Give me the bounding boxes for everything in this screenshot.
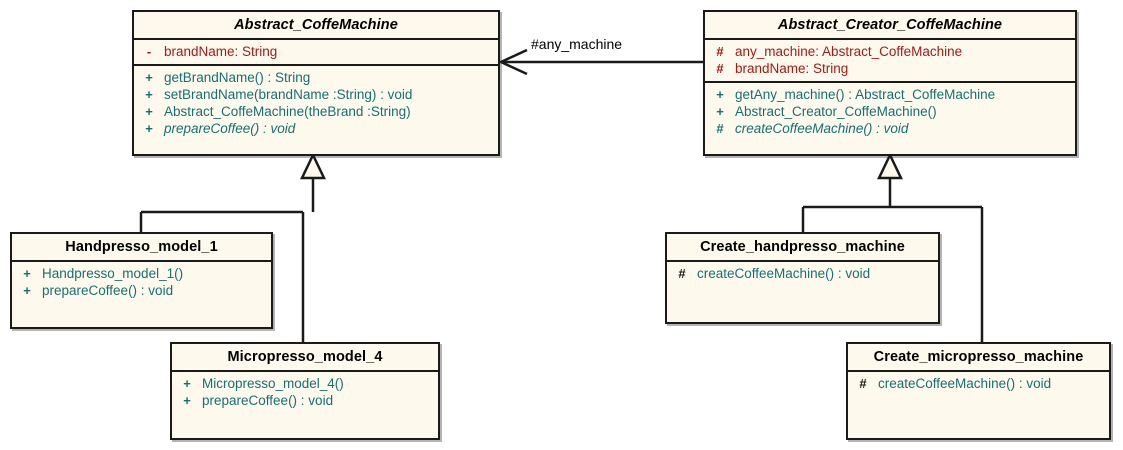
visibility-marker: + bbox=[145, 104, 153, 119]
method-row: + Micropresso_model_4() bbox=[174, 375, 436, 392]
association-role-label: #any_machine bbox=[531, 36, 623, 52]
visibility-marker: + bbox=[183, 376, 191, 391]
method-row: + prepareCoffee() : void bbox=[14, 282, 269, 299]
class-title: Create_handpresso_machine bbox=[700, 239, 905, 255]
method-label: Handpresso_model_1() bbox=[42, 266, 184, 281]
attribute-row: # any_machine: Abstract_CoffeMachine bbox=[707, 43, 1073, 60]
visibility-marker: + bbox=[145, 70, 153, 85]
method-row: + getBrandName() : String bbox=[136, 69, 496, 86]
visibility-marker: - bbox=[146, 44, 152, 59]
visibility-marker: + bbox=[716, 104, 724, 119]
compartment-divider bbox=[134, 64, 498, 66]
attribute-label: brandName: String bbox=[735, 61, 849, 76]
class-create-micropresso-machine[interactable]: Create_micropresso_machine # createCoffe… bbox=[846, 342, 1111, 440]
association-any-machine bbox=[498, 48, 703, 76]
methods-compartment: # createCoffeeMachine() : void bbox=[667, 262, 938, 286]
methods-compartment: + Micropresso_model_4() + prepareCoffee(… bbox=[172, 372, 438, 413]
method-row: # createCoffeeMachine() : void bbox=[669, 265, 936, 282]
visibility-marker: # bbox=[716, 61, 724, 76]
method-label: Micropresso_model_4() bbox=[202, 376, 344, 391]
visibility-marker: + bbox=[23, 266, 31, 281]
methods-compartment: + Handpresso_model_1() + prepareCoffee()… bbox=[12, 262, 271, 303]
method-label: getBrandName() : String bbox=[164, 70, 311, 85]
method-label: getAny_machine() : Abstract_CoffeMachine bbox=[735, 87, 996, 102]
method-label: prepareCoffee() : void bbox=[164, 121, 296, 136]
class-title: Micropresso_model_4 bbox=[227, 349, 383, 365]
visibility-marker: # bbox=[678, 266, 686, 281]
compartment-divider bbox=[12, 260, 271, 262]
visibility-marker: # bbox=[716, 44, 724, 59]
class-handpresso-model-1[interactable]: Handpresso_model_1 + Handpresso_model_1(… bbox=[10, 232, 273, 329]
visibility-marker: + bbox=[23, 283, 31, 298]
method-label: Abstract_CoffeMachine(theBrand :String) bbox=[164, 104, 411, 119]
attribute-row: # brandName: String bbox=[707, 60, 1073, 77]
open-arrowhead-icon bbox=[498, 48, 528, 76]
methods-compartment: + getAny_machine() : Abstract_CoffeMachi… bbox=[705, 83, 1075, 141]
attributes-compartment: - brandName: String bbox=[134, 40, 498, 64]
attribute-row: - brandName: String bbox=[136, 43, 496, 60]
visibility-marker: + bbox=[145, 121, 153, 136]
class-title: Abstract_Creator_CoffeMachine bbox=[777, 17, 1003, 33]
visibility-marker: # bbox=[859, 376, 867, 391]
method-label: createCoffeeMachine() : void bbox=[697, 266, 871, 281]
method-row: + Handpresso_model_1() bbox=[14, 265, 269, 282]
visibility-marker: # bbox=[716, 121, 724, 136]
class-title: Handpresso_model_1 bbox=[65, 239, 218, 255]
method-row: + prepareCoffee() : void bbox=[136, 120, 496, 137]
compartment-divider bbox=[705, 81, 1075, 83]
class-title: Create_micropresso_machine bbox=[873, 349, 1084, 365]
attribute-label: brandName: String bbox=[164, 44, 278, 59]
visibility-marker: + bbox=[716, 87, 724, 102]
visibility-marker: + bbox=[183, 393, 191, 408]
method-row: + Abstract_Creator_CoffeMachine() bbox=[707, 103, 1073, 120]
class-create-handpresso-machine[interactable]: Create_handpresso_machine # createCoffee… bbox=[665, 232, 940, 324]
visibility-marker: + bbox=[145, 87, 153, 102]
compartment-divider bbox=[172, 370, 438, 372]
attributes-compartment: # any_machine: Abstract_CoffeMachine # b… bbox=[705, 40, 1075, 81]
method-row: + setBrandName(brandName :String) : void bbox=[136, 86, 496, 103]
method-label: prepareCoffee() : void bbox=[202, 393, 334, 408]
method-row: # createCoffeeMachine() : void bbox=[850, 375, 1107, 392]
compartment-divider bbox=[705, 38, 1075, 40]
class-title: Abstract_CoffeMachine bbox=[234, 17, 398, 33]
methods-compartment: + getBrandName() : String + setBrandName… bbox=[134, 66, 498, 141]
generalization-triangle-left bbox=[300, 152, 326, 180]
method-label: createCoffeeMachine() : void bbox=[735, 121, 909, 136]
class-abstract-creator-coffemachine[interactable]: Abstract_Creator_CoffeMachine # any_mach… bbox=[703, 10, 1077, 156]
method-label: setBrandName(brandName :String) : void bbox=[164, 87, 413, 102]
compartment-divider bbox=[134, 38, 498, 40]
method-label: Abstract_Creator_CoffeMachine() bbox=[735, 104, 937, 119]
method-label: prepareCoffee() : void bbox=[42, 283, 174, 298]
attribute-label: any_machine: Abstract_CoffeMachine bbox=[735, 44, 963, 59]
class-abstract-coffemachine[interactable]: Abstract_CoffeMachine - brandName: Strin… bbox=[132, 10, 500, 156]
method-row: # createCoffeeMachine() : void bbox=[707, 120, 1073, 137]
compartment-divider bbox=[848, 370, 1109, 372]
compartment-divider bbox=[667, 260, 938, 262]
class-micropresso-model-4[interactable]: Micropresso_model_4 + Micropresso_model_… bbox=[170, 342, 440, 440]
method-row: + getAny_machine() : Abstract_CoffeMachi… bbox=[707, 86, 1073, 103]
methods-compartment: # createCoffeeMachine() : void bbox=[848, 372, 1109, 396]
method-row: + prepareCoffee() : void bbox=[174, 392, 436, 409]
method-row: + Abstract_CoffeMachine(theBrand :String… bbox=[136, 103, 496, 120]
method-label: createCoffeeMachine() : void bbox=[878, 376, 1052, 391]
generalization-triangle-right bbox=[877, 152, 903, 180]
